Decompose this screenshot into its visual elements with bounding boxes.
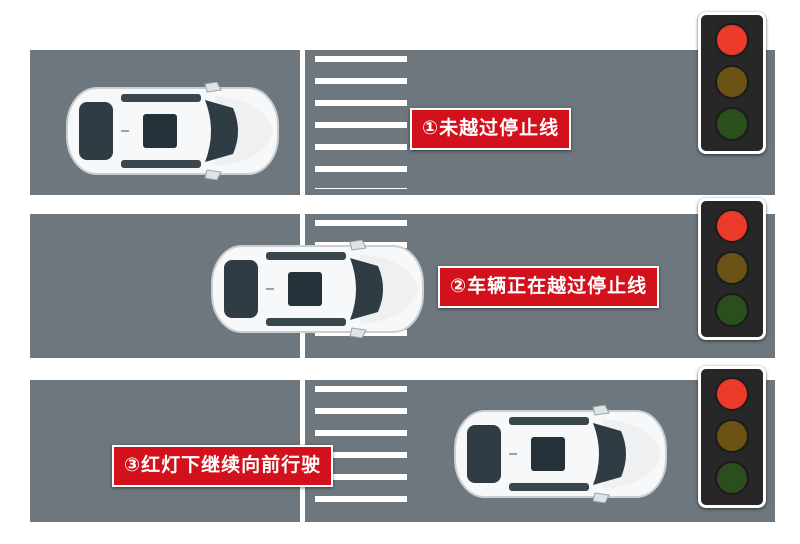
yellow-lamp-off — [715, 251, 749, 285]
car-lane-3 — [454, 405, 667, 503]
label-lane-1: ①未越过停止线 — [410, 108, 572, 150]
traffic-light-lane-2 — [698, 198, 766, 340]
red-lamp-on — [715, 209, 749, 243]
crosswalk — [315, 56, 407, 189]
yellow-lamp-off — [715, 419, 749, 453]
traffic-light-lane-3 — [698, 366, 766, 508]
label-lane-2: ②车辆正在越过停止线 — [438, 266, 660, 308]
red-lamp-on — [715, 377, 749, 411]
car-lane-2 — [211, 240, 424, 338]
stop-line — [300, 50, 305, 195]
car-lane-1 — [66, 82, 279, 180]
green-lamp-off — [715, 107, 749, 141]
green-lamp-off — [715, 461, 749, 495]
green-lamp-off — [715, 293, 749, 327]
red-lamp-on — [715, 23, 749, 57]
yellow-lamp-off — [715, 65, 749, 99]
label-lane-3: ③红灯下继续向前行驶 — [112, 445, 334, 487]
traffic-light-lane-1 — [698, 12, 766, 154]
